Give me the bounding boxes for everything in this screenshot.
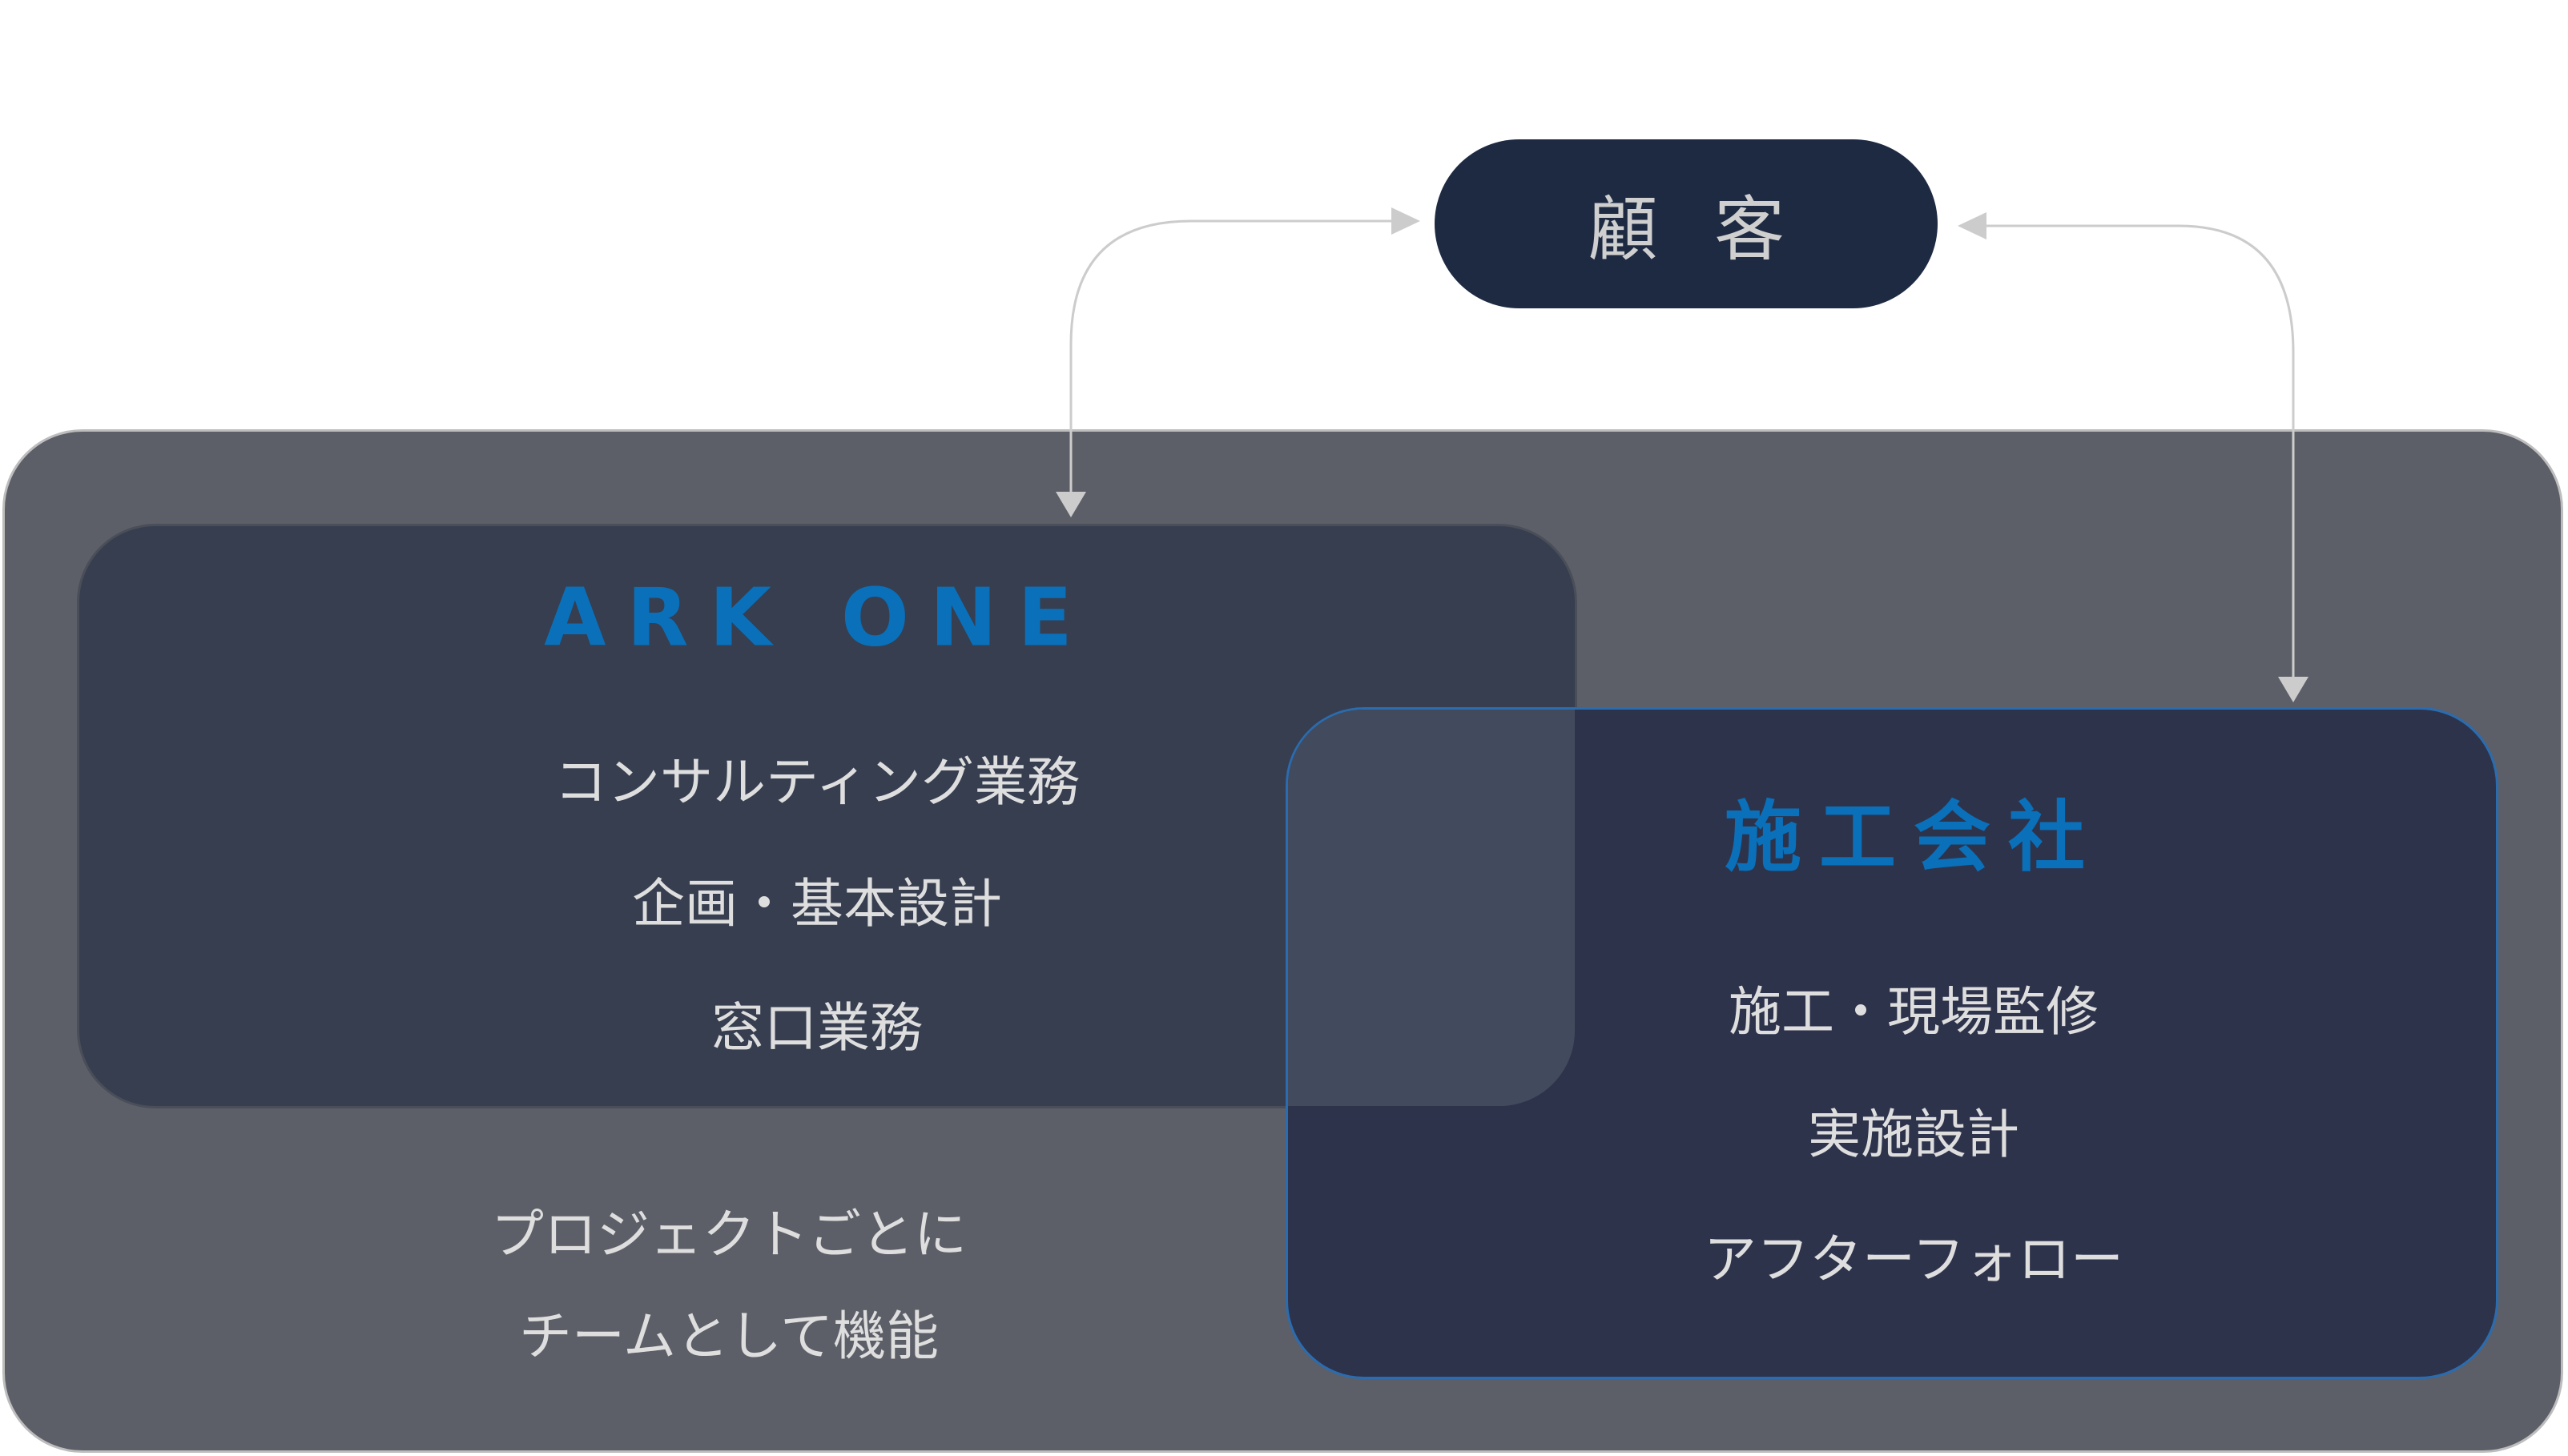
customer-node: 顧客 <box>1435 139 1938 308</box>
team-note-line: チームとして機能 <box>518 1305 940 1367</box>
team-note-line: プロジェクトごとに <box>491 1204 967 1265</box>
arrowhead-icon <box>1391 207 1420 235</box>
customer-label: 顧客 <box>1587 188 1841 271</box>
arrow-customer-contractor <box>1978 224 2295 681</box>
arrow-customer-arkone <box>1069 219 1402 495</box>
arrowhead-icon <box>2278 677 2308 702</box>
overlap-region <box>1288 710 1575 1106</box>
arrowhead-icon <box>1958 212 1986 239</box>
contractor-item: アフターフォロー <box>1703 1229 2124 1290</box>
ark-one-item: 企画・基本設計 <box>632 873 1002 935</box>
contractor-item: 施工・現場監修 <box>1729 981 2099 1043</box>
arrowhead-icon <box>1056 492 1086 517</box>
ark-one-title: ARK ONE <box>544 570 1093 665</box>
ark-one-item: 窓口業務 <box>711 997 923 1059</box>
contractor-item: 実施設計 <box>1808 1104 2019 1165</box>
ark-one-item: コンサルティング業務 <box>553 751 1081 813</box>
contractor-title: 施工会社 <box>1725 792 2103 883</box>
